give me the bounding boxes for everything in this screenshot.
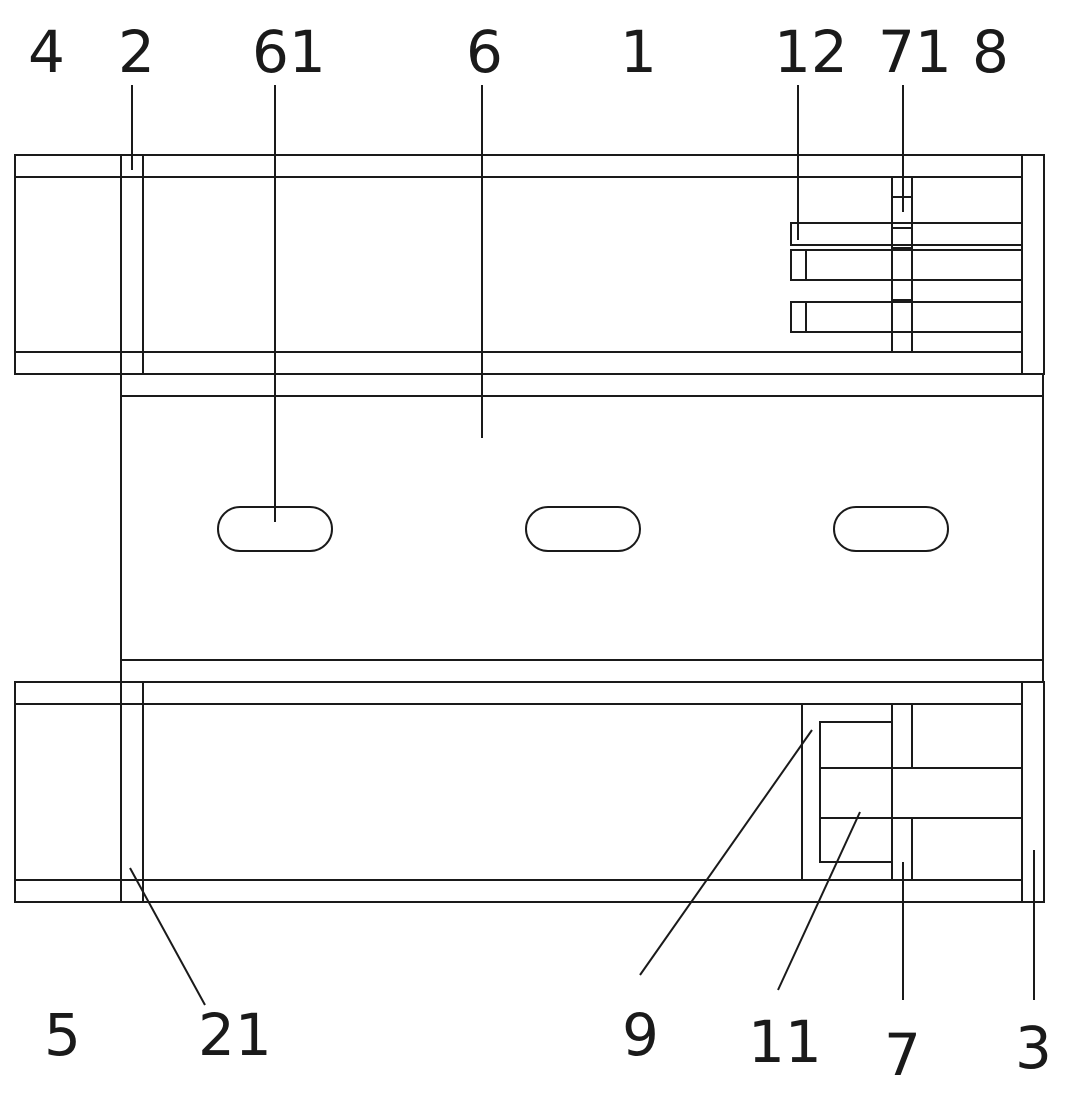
upper-housing xyxy=(14,154,1023,375)
label-4: 4 xyxy=(28,18,65,86)
label-6: 6 xyxy=(466,18,503,86)
leader-lines xyxy=(129,85,1035,1006)
lower-housing xyxy=(14,681,1023,903)
label-3: 3 xyxy=(1015,1014,1052,1082)
label-2: 2 xyxy=(118,18,155,86)
upper-mechanism xyxy=(790,176,1023,353)
label-11: 11 xyxy=(748,1008,822,1076)
lower-mechanism xyxy=(801,703,1023,881)
slot-2 xyxy=(525,506,641,552)
callout-labels: 4 2 61 6 1 12 71 8 5 21 9 11 7 3 xyxy=(28,18,1052,1089)
label-12: 12 xyxy=(774,18,848,86)
label-9: 9 xyxy=(622,1001,659,1069)
central-channel xyxy=(120,373,1044,683)
label-5: 5 xyxy=(44,1001,81,1069)
label-21: 21 xyxy=(198,1001,272,1069)
label-7: 7 xyxy=(884,1021,921,1089)
label-71: 71 xyxy=(878,18,952,86)
label-8: 8 xyxy=(972,18,1009,86)
end-plate xyxy=(1021,154,1045,903)
label-1: 1 xyxy=(620,18,657,86)
label-61: 61 xyxy=(252,18,326,86)
slot-3 xyxy=(833,506,949,552)
